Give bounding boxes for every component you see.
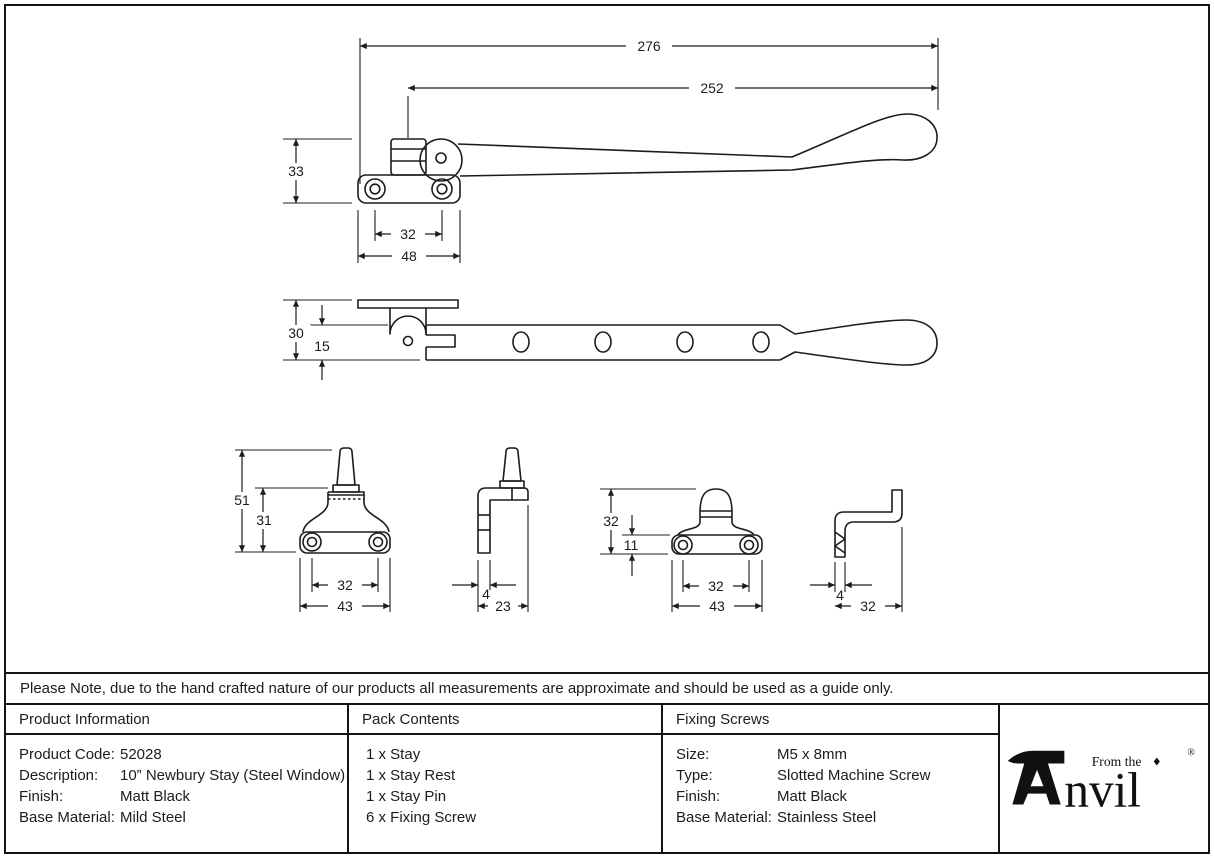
product-info-body: Product Code: 52028 Description: 10” New… xyxy=(6,735,347,828)
finish-label: Finish: xyxy=(19,788,64,805)
stay-rest-side-view: 4 32 xyxy=(810,489,903,615)
pin-base-width-label: 43 xyxy=(337,598,353,614)
pack-contents-body: 1 x Stay 1 x Stay Rest 1 x Stay Pin 6 x … xyxy=(349,735,661,828)
note-text: Please Note, due to the hand crafted nat… xyxy=(20,680,894,697)
screw-finish-value: Matt Black xyxy=(777,788,848,805)
dim-arm-length-label: 252 xyxy=(700,80,724,96)
pack-item-stay-rest: 1 x Stay Rest xyxy=(366,767,456,784)
logo-cell: nvil From the ♦ ® xyxy=(1000,705,1208,852)
dim-side-overall-height-label: 30 xyxy=(288,325,304,341)
anvil-icon xyxy=(1007,750,1065,805)
fixing-screws-column: Fixing Screws Size: M5 x 8mm Type: Slott… xyxy=(663,705,1000,852)
product-info-header: Product Information xyxy=(6,705,347,735)
pin-body-height-label: 31 xyxy=(256,512,272,528)
product-code-label: Product Code: xyxy=(19,746,115,763)
base-material-row: Base Material: Mild Steel xyxy=(19,807,347,828)
technical-drawing: 276 252 33 32 48 xyxy=(227,38,939,615)
rest-depth-label: 32 xyxy=(860,598,876,614)
screw-material-row: Base Material: Stainless Steel xyxy=(676,807,998,828)
stay-pin-front-view: 51 31 32 43 xyxy=(227,447,391,615)
fixing-screws-body: Size: M5 x 8mm Type: Slotted Machine Scr… xyxy=(663,735,998,828)
rest-overall-height-label: 32 xyxy=(603,513,619,529)
screw-material-value: Stainless Steel xyxy=(777,809,877,826)
stay-front-view: 276 252 33 32 48 xyxy=(282,38,939,265)
screw-material-label: Base Material: xyxy=(676,809,772,826)
logo-tagline: From the xyxy=(1092,754,1142,769)
screw-type-row: Type: Slotted Machine Screw xyxy=(676,765,998,786)
stay-pin-side-view: 4 23 xyxy=(452,447,529,614)
base-material-label: Base Material: xyxy=(19,809,115,826)
logo-registered-mark: ® xyxy=(1187,747,1195,758)
fixing-screws-header: Fixing Screws xyxy=(663,705,998,735)
screw-type-value: Slotted Machine Screw xyxy=(777,767,931,784)
screw-type-label: Type: xyxy=(676,767,713,784)
pin-overall-height-label: 51 xyxy=(234,492,250,508)
description-value: 10” Newbury Stay (Steel Window) xyxy=(120,767,346,784)
finish-row: Finish: Matt Black xyxy=(19,786,347,807)
pin-depth-label: 23 xyxy=(495,598,511,614)
base-material-value: Mild Steel xyxy=(120,809,186,826)
pin-hole-spacing-label: 32 xyxy=(337,577,353,593)
description-label: Description: xyxy=(19,767,99,784)
pack-contents-header: Pack Contents xyxy=(349,705,661,735)
pack-item-stay: 1 x Stay xyxy=(366,746,421,763)
description-row: Description: 10” Newbury Stay (Steel Win… xyxy=(19,765,347,786)
product-code-row: Product Code: 52028 xyxy=(19,744,347,765)
screw-finish-label: Finish: xyxy=(676,788,721,805)
logo-brand-text: nvil xyxy=(1064,762,1141,817)
stay-rest-front-view: 32 11 32 43 xyxy=(596,488,763,615)
screw-size-row: Size: M5 x 8mm xyxy=(676,744,998,765)
finish-value: Matt Black xyxy=(120,788,191,805)
note-bar: Please Note, due to the hand crafted nat… xyxy=(6,672,1208,705)
screw-finish-row: Finish: Matt Black xyxy=(676,786,998,807)
screw-size-label: Size: xyxy=(676,746,710,763)
pack-contents-column: Pack Contents 1 x Stay 1 x Stay Rest 1 x… xyxy=(349,705,663,852)
rest-base-height-label: 11 xyxy=(624,537,639,553)
logo-diamond-icon: ♦ xyxy=(1152,755,1162,768)
stay-side-view: 30 15 xyxy=(281,299,938,380)
pack-item-fixing-screw: 6 x Fixing Screw xyxy=(366,809,477,826)
dim-plate-height-label: 33 xyxy=(288,163,304,179)
pack-item-stay-pin: 1 x Stay Pin xyxy=(366,788,447,805)
rest-thickness-label: 4 xyxy=(836,587,844,603)
dim-hole-spacing-label: 32 xyxy=(400,226,416,242)
product-info-column: Product Information Product Code: 52028 … xyxy=(6,705,349,852)
dim-overall-length-label: 276 xyxy=(637,38,661,54)
dim-plate-width-label: 48 xyxy=(401,248,417,264)
rest-hole-spacing-label: 32 xyxy=(708,578,724,594)
rest-base-width-label: 43 xyxy=(709,598,725,614)
dim-side-bar-height-label: 15 xyxy=(314,338,330,354)
info-table: Product Information Product Code: 52028 … xyxy=(6,705,1208,852)
product-code-value: 52028 xyxy=(120,746,162,763)
pin-thickness-label: 4 xyxy=(482,586,490,602)
screw-size-value: M5 x 8mm xyxy=(777,746,848,763)
from-the-anvil-logo: nvil From the ♦ ® xyxy=(1007,747,1195,817)
